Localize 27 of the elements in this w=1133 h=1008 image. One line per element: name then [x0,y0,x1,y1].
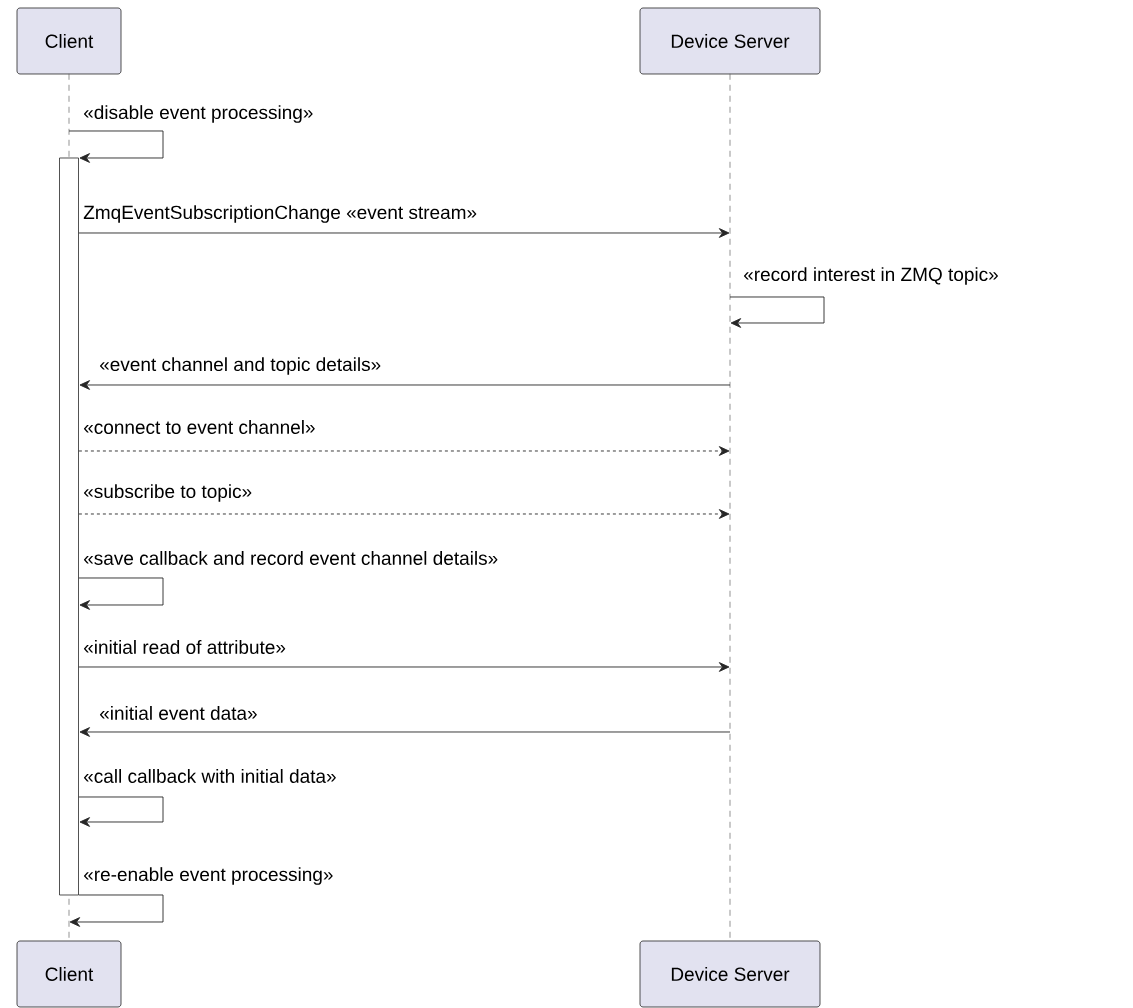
self-message-arrow [68,130,164,163]
message-label: «record interest in ZMQ topic» [742,266,1000,286]
message-arrow [78,662,730,672]
message-label: «connect to event channel» [82,419,317,435]
message-label: «event channel and topic details» [98,356,383,376]
message-label: «re-enable event processing» [82,866,335,886]
message-arrow [79,727,731,737]
activation-bar [59,157,79,896]
message-label: «save callback and record event channel details» [82,550,500,566]
participant-box: Device Server [639,940,821,1008]
message-arrow [79,380,731,390]
message-arrow [78,446,730,456]
self-message-arrow [729,296,825,328]
message-label: «initial read of attribute» [82,639,287,655]
self-message-arrow [78,577,164,610]
message-label: «subscribe to topic» [82,483,254,503]
participant-box: Device Server [639,7,821,75]
message-label: «disable event processing» [82,104,315,124]
message-label: «initial event data» [98,705,259,721]
self-message-arrow [78,796,164,827]
self-message-arrow [69,894,164,927]
message-arrow [78,509,730,519]
message-label: ZmqEventSubscriptionChange «event stream» [82,204,479,224]
participant-box: Client [16,940,122,1008]
message-label: «call callback with initial data» [82,768,338,784]
message-arrow [78,228,730,238]
participant-box: Client [16,7,122,75]
